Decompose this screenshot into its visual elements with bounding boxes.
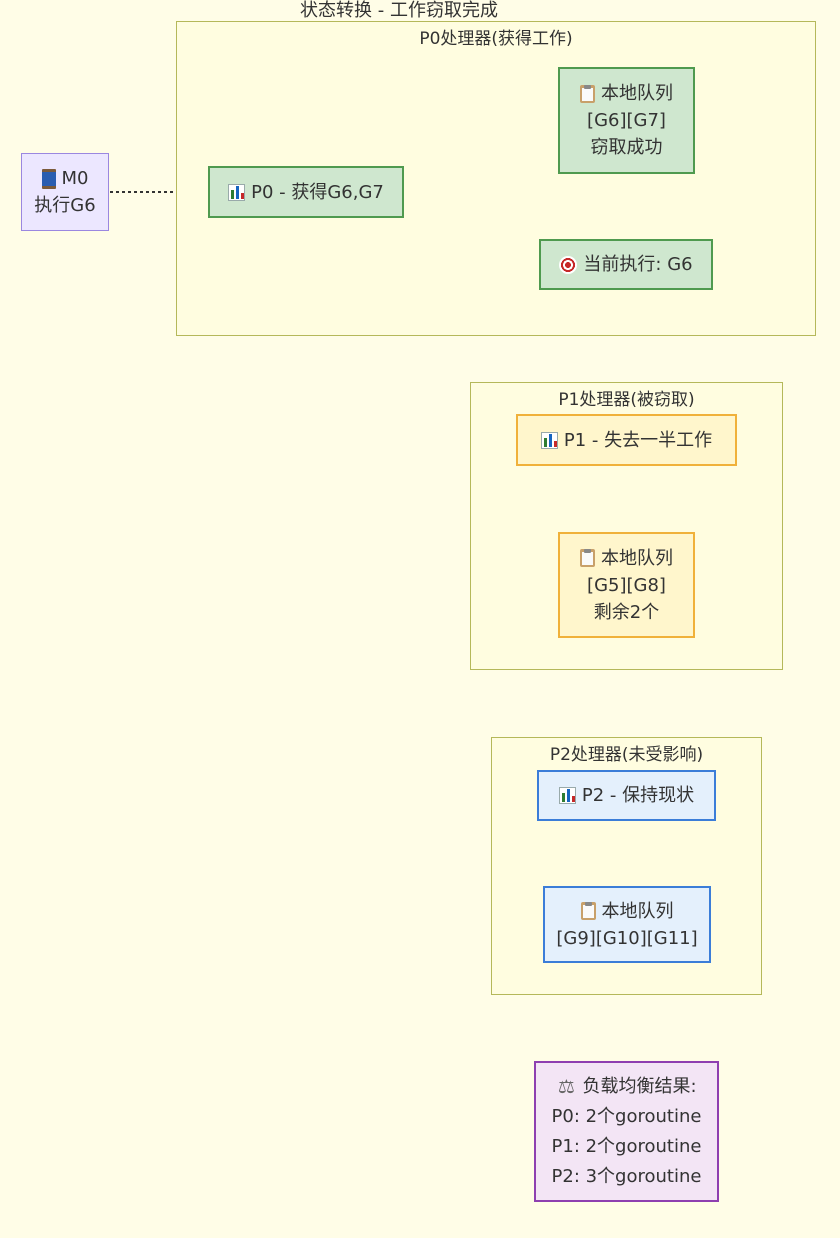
result-title: 负载均衡结果:	[582, 1075, 697, 1097]
clipboard-icon	[580, 549, 595, 567]
p0-queue-title: 本地队列	[601, 83, 673, 104]
result-p1: P1: 2个goroutine	[551, 1135, 702, 1157]
p0-cluster-title: P0处理器(获得工作)	[419, 29, 573, 49]
target-icon	[559, 255, 578, 274]
p1-processor-label: P1 - 失去一半工作	[563, 429, 713, 451]
p2-cluster-title: P2处理器(未受影响)	[549, 745, 704, 765]
m0-label: M0	[61, 168, 89, 189]
p1-queue-status: 剩余2个	[593, 601, 660, 623]
p1-processor-node: P1 - 失去一半工作	[516, 414, 737, 466]
result-p2: P2: 3个goroutine	[551, 1165, 702, 1187]
balance-scale-icon: ⚖	[557, 1075, 575, 1098]
clipboard-icon	[580, 902, 596, 920]
p1-cluster-title: P1处理器(被窃取)	[558, 390, 695, 410]
p2-queue-items: [G9][G10][G11]	[556, 927, 698, 949]
p0-processor-label: P0 - 获得G6,G7	[251, 181, 384, 203]
p2-queue-node: 本地队列 [G9][G10][G11]	[543, 886, 711, 963]
p0-queue-items: [G6][G7]	[587, 110, 666, 131]
m0-node: M0 执行G6	[21, 153, 109, 231]
p0-processor-node: P0 - 获得G6,G7	[208, 166, 404, 218]
bar-chart-icon	[558, 787, 576, 804]
result-p0: P0: 2个goroutine	[551, 1105, 702, 1127]
p1-queue-node: 本地队列 [G5][G8] 剩余2个	[558, 532, 695, 638]
result-node: ⚖ 负载均衡结果: P0: 2个goroutine P1: 2个goroutin…	[534, 1061, 719, 1202]
p2-processor-node: P2 - 保持现状	[537, 770, 716, 821]
p1-queue-title: 本地队列	[601, 547, 673, 569]
m0-status: 执行G6	[34, 195, 96, 216]
p0-current-label: 当前执行: G6	[583, 254, 693, 275]
p0-queue-status: 窃取成功	[590, 137, 663, 158]
p2-queue-title: 本地队列	[601, 900, 674, 922]
diagram-title: 状态转换 - 工作窃取完成	[300, 0, 498, 21]
p0-current-node: 当前执行: G6	[539, 239, 713, 290]
p2-processor-label: P2 - 保持现状	[581, 785, 695, 806]
thread-spool-icon	[41, 168, 56, 189]
bar-chart-icon	[540, 431, 558, 449]
clipboard-icon	[580, 84, 595, 103]
p0-queue-node: 本地队列 [G6][G7] 窃取成功	[558, 67, 695, 174]
p1-queue-items: [G5][G8]	[587, 574, 666, 596]
bar-chart-icon	[228, 183, 246, 201]
